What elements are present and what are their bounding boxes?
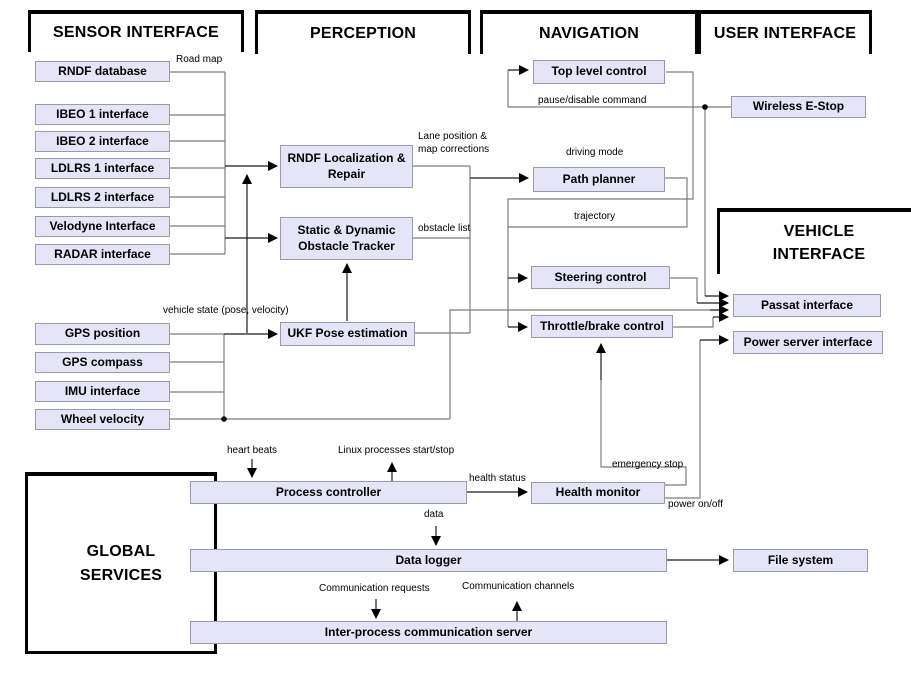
node-obstacle-tracker: Static & Dynamic Obstacle Tracker [280, 217, 413, 260]
node-rndf-database: RNDF database [35, 61, 170, 82]
node-gps-compass: GPS compass [35, 352, 170, 373]
junction-dot [221, 416, 227, 422]
wire-label-vehicle-state: vehicle state (pose, velocity) [163, 305, 289, 316]
node-power-server-interface: Power server interface [733, 331, 883, 354]
wire-label-comm-channels: Communication channels [462, 581, 575, 592]
section-user-interface: USER INTERFACE [698, 10, 872, 54]
node-steering-control: Steering control [531, 266, 670, 289]
node-file-system: File system [733, 549, 868, 572]
node-gps-position: GPS position [35, 323, 170, 345]
section-navigation: NAVIGATION [480, 10, 698, 54]
node-ibeo1-interface: IBEO 1 interface [35, 104, 170, 125]
node-ldlrs2-interface: LDLRS 2 interface [35, 187, 170, 208]
node-rndf-localization: RNDF Localization & Repair [280, 145, 413, 188]
node-ipc-server: Inter-process communication server [190, 621, 667, 644]
node-path-planner: Path planner [533, 167, 665, 192]
wire-label-driving-mode: driving mode [566, 147, 624, 158]
node-throttle-brake-control: Throttle/brake control [531, 315, 673, 338]
node-passat-interface: Passat interface [733, 294, 881, 317]
node-wheel-velocity: Wheel velocity [35, 409, 170, 430]
node-imu-interface: IMU interface [35, 381, 170, 402]
node-radar-interface: RADAR interface [35, 244, 170, 265]
wire-label-trajectory: trajectory [574, 211, 616, 222]
node-ibeo2-interface: IBEO 2 interface [35, 131, 170, 152]
junction-dot [702, 104, 708, 110]
wire-label-road-map: Road map [176, 54, 223, 65]
node-process-controller: Process controller [190, 481, 467, 504]
node-wireless-estop: Wireless E-Stop [731, 96, 866, 118]
wire-label-lane-position: Lane position & map corrections [418, 131, 490, 155]
node-ukf-pose-estimation: UKF Pose estimation [280, 322, 415, 346]
section-sensor-interface: SENSOR INTERFACE [28, 10, 244, 52]
wire-label-pause-disable: pause/disable command [538, 95, 647, 106]
node-top-level-control: Top level control [533, 60, 665, 84]
wire-label-data: data [424, 509, 444, 520]
wire-label-health-status: health status [469, 473, 526, 484]
section-global-services: GLOBAL SERVICES [25, 472, 217, 654]
wire-label-power-on-off: power on/off [668, 499, 723, 510]
wire-label-obstacle-list: obstacle list [418, 223, 471, 234]
wire-label-linux-processes: Linux processes start/stop [338, 445, 455, 456]
node-health-monitor: Health monitor [531, 482, 665, 504]
node-velodyne-interface: Velodyne Interface [35, 216, 170, 237]
section-vehicle-interface: VEHICLE INTERFACE [717, 208, 911, 274]
wire-label-heart-beats: heart beats [227, 445, 278, 456]
node-data-logger: Data logger [190, 549, 667, 572]
section-perception: PERCEPTION [255, 10, 471, 54]
wire-label-comm-requests: Communication requests [319, 583, 430, 594]
node-ldlrs1-interface: LDLRS 1 interface [35, 158, 170, 179]
wire-label-emergency-stop: emergency stop [612, 459, 684, 470]
